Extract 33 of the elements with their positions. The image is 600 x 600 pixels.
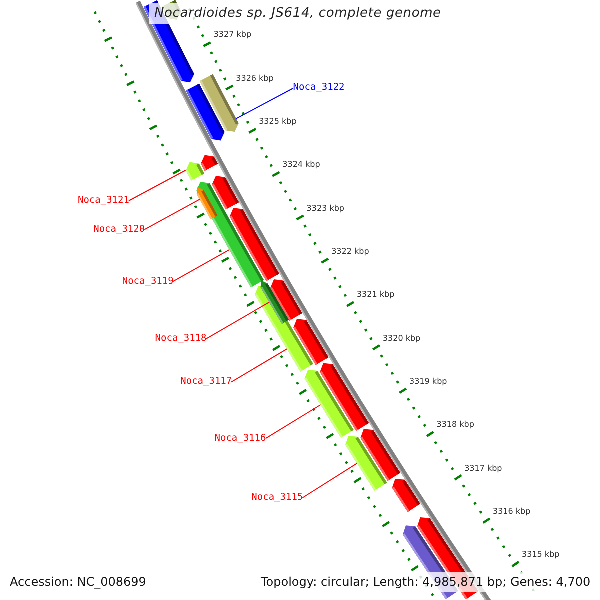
leader-line bbox=[172, 249, 230, 282]
leader-line bbox=[265, 404, 322, 440]
gene-bar bbox=[304, 370, 354, 438]
gene-bar bbox=[260, 280, 289, 324]
scale-label: 3326 kbp bbox=[236, 74, 274, 83]
gene-bar bbox=[186, 162, 205, 181]
scale-label: 3322 kbp bbox=[332, 248, 370, 256]
gene-label: Noca_3116 bbox=[214, 434, 266, 444]
leader-line bbox=[206, 302, 270, 340]
scale-label: 3324 kbp bbox=[282, 161, 320, 170]
leader-line bbox=[231, 348, 288, 383]
gene-bar bbox=[346, 436, 388, 491]
scale-label: 3325 kbp bbox=[259, 118, 297, 126]
gene-label: Noca_3122 bbox=[293, 83, 345, 93]
gene-label: Noca_3117 bbox=[180, 377, 232, 387]
gene-label: Noca_3120 bbox=[94, 224, 146, 234]
scale-label: 3316 kbp bbox=[492, 508, 531, 516]
scale-label: 3317 kbp bbox=[464, 464, 502, 473]
scale-label: 3320 kbp bbox=[382, 334, 421, 343]
gene-label: Noca_3115 bbox=[252, 493, 304, 502]
scale-label: 3319 kbp bbox=[410, 378, 448, 386]
leader-line bbox=[128, 170, 186, 202]
leader-line bbox=[144, 199, 200, 230]
scale-label: 3321 kbp bbox=[356, 291, 395, 300]
gene-label: Noca_3121 bbox=[78, 196, 130, 206]
scale-label: 3323 kbp bbox=[306, 204, 344, 213]
leader-line bbox=[236, 88, 294, 120]
scale-label: 3318 kbp bbox=[436, 421, 474, 430]
scale-label: 3327 kbp bbox=[214, 31, 252, 40]
leader-line bbox=[302, 463, 358, 498]
scale-label: 3315 kbp bbox=[522, 551, 560, 560]
gene-label: Noca_3119 bbox=[122, 276, 174, 286]
gene-label: Noca_3118 bbox=[155, 334, 207, 344]
